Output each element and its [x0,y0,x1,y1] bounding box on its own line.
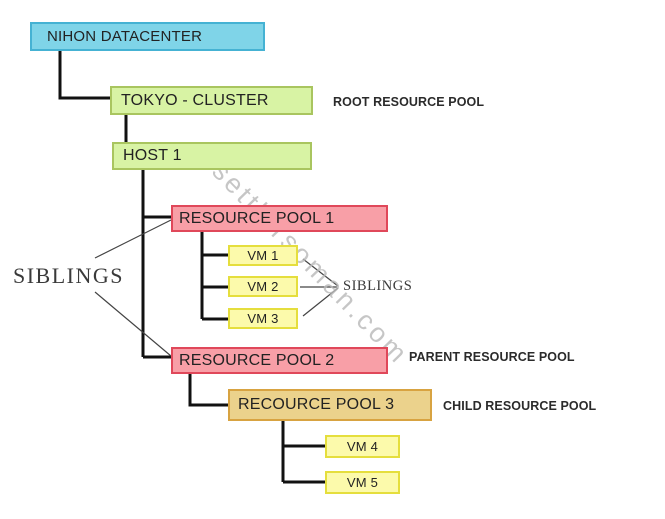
node-vm-5: VM 5 [325,471,400,494]
node-resource-pool-3: RECOURCE POOL 3 [228,389,432,421]
edge-pool2-pool3 [188,374,228,407]
node-vm-3: VM 3 [228,308,298,329]
node-tokyo-cluster: TOKYO - CLUSTER [110,86,313,115]
callout-vm1-to-siblings-right [302,258,339,287]
node-resource-pool-1: RESOURCE POOL 1 [171,205,388,232]
node-vm-1: VM 1 [228,245,298,266]
label-root-resource-pool: ROOT RESOURCE POOL [333,95,485,109]
label-parent-resource-pool: PARENT RESOURCE POOL [409,350,575,364]
label-siblings-vms: SIBLINGS [343,278,413,294]
node-nihon-datacenter: NIHON DATACENTER [30,22,265,51]
node-vm-2: VM 2 [228,276,298,297]
node-resource-pool-2: RESOURCE POOL 2 [171,347,388,374]
edge-datacenter-cluster [58,51,110,100]
node-host-1: HOST 1 [112,142,312,170]
callout-siblings-left-to-pool1 [94,219,172,259]
node-vm-4: VM 4 [325,435,400,458]
label-siblings-pools: SIBLINGS [13,263,125,288]
callout-siblings-left-to-pool2 [94,291,172,357]
label-child-resource-pool: CHILD RESOURCE POOL [443,399,597,413]
callout-vm3-to-siblings-right [302,287,339,317]
